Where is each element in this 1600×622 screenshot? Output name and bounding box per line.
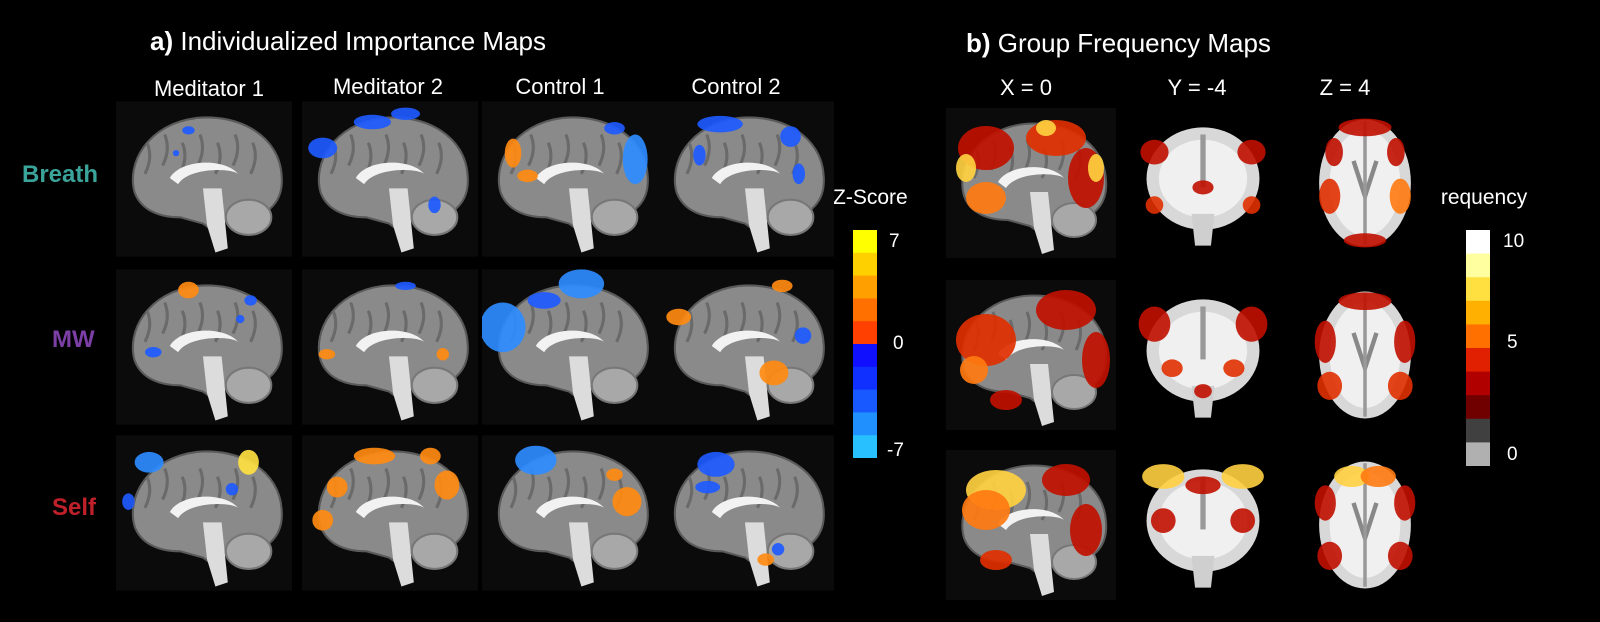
group-frequency-sagittal-row-3: [946, 450, 1116, 600]
row-label-breath: Breath: [22, 161, 99, 188]
panel-a-letter: a): [150, 26, 174, 56]
row-label-mw: MW: [52, 326, 95, 353]
sagittal-brain-map-self-4: [658, 435, 834, 591]
panel-b-title: b) Group Frequency Maps: [966, 28, 1271, 59]
sagittal-brain-map-breath-4: [658, 101, 834, 257]
sagittal-brain-map-mw-2: [302, 269, 478, 425]
column-label-control-2: Control 2: [691, 74, 781, 99]
sagittal-brain-map-self-1: [116, 435, 292, 591]
zscore-colorbar-segment: [853, 321, 877, 345]
group-frequency-sagittal-row-2: [946, 280, 1116, 430]
frequency-colorbar: [1466, 230, 1490, 466]
group-frequency-coronal-row-3: [1128, 458, 1278, 592]
frequency-colorbar-segment: [1466, 442, 1490, 466]
zscore-colorbar-segment: [853, 389, 877, 413]
frequency-colorbar-segment: [1466, 253, 1490, 278]
zscore-colorbar-segment: [853, 230, 877, 254]
zscore-colorbar-segment: [853, 412, 877, 436]
sagittal-brain-map-breath-2: [302, 101, 478, 257]
zscore-tick-zero: 0: [893, 333, 904, 354]
sagittal-brain-map-breath-3: [482, 101, 658, 257]
frequency-tick-min: 0: [1507, 444, 1518, 465]
sagittal-brain-map-self-3: [482, 435, 658, 591]
sagittal-brain-map-breath-1: [116, 101, 292, 257]
frequency-colorbar-segment: [1466, 300, 1490, 325]
column-label-x0: X = 0: [1000, 75, 1052, 100]
zscore-colorbar-title: Z-Score: [833, 186, 908, 209]
zscore-colorbar-segment: [853, 435, 877, 458]
sagittal-brain-map-self-2: [302, 435, 478, 591]
zscore-colorbar-segment: [853, 366, 877, 391]
column-label-z4: Z = 4: [1319, 75, 1371, 100]
frequency-tick-max: 10: [1503, 231, 1525, 252]
group-frequency-sagittal-row-1: [946, 108, 1116, 258]
group-frequency-axial-row-1: [1290, 116, 1440, 250]
zscore-tick-min: -7: [887, 440, 904, 461]
zscore-colorbar: [853, 230, 877, 458]
frequency-colorbar-segment: [1466, 395, 1490, 420]
row-label-self: Self: [52, 494, 97, 521]
frequency-colorbar-segment: [1466, 324, 1490, 349]
zscore-colorbar-segment: [853, 298, 877, 322]
column-label-control-1: Control 1: [515, 74, 605, 99]
group-frequency-coronal-row-2: [1128, 288, 1278, 422]
zscore-colorbar-segment: [853, 252, 877, 277]
panel-b-letter: b): [966, 28, 991, 58]
frequency-colorbar-segment: [1466, 230, 1490, 255]
frequency-colorbar-segment: [1466, 348, 1490, 373]
group-frequency-axial-row-3: [1290, 458, 1440, 592]
column-label-meditator-2: Meditator 2: [332, 74, 444, 99]
sagittal-brain-map-mw-3: [482, 269, 658, 425]
panel-b-title-text: Group Frequency Maps: [997, 28, 1271, 58]
column-label-meditator-1: Meditator 1: [153, 76, 265, 101]
frequency-colorbar-segment: [1466, 418, 1490, 443]
frequency-colorbar-title: Frequency: [1428, 186, 1528, 209]
frequency-colorbar-segment: [1466, 277, 1490, 302]
column-label-y-4: Y = -4: [1167, 75, 1227, 100]
group-frequency-coronal-row-1: [1128, 116, 1278, 250]
sagittal-brain-map-mw-4: [658, 269, 834, 425]
sagittal-brain-map-mw-1: [116, 269, 292, 425]
group-frequency-axial-row-2: [1290, 288, 1440, 422]
panel-a-title: a) Individualized Importance Maps: [150, 26, 546, 57]
frequency-colorbar-segment: [1466, 371, 1490, 396]
zscore-colorbar-segment: [853, 275, 877, 299]
zscore-tick-max: 7: [889, 231, 900, 252]
panel-a-title-text: Individualized Importance Maps: [180, 26, 546, 56]
zscore-colorbar-segment: [853, 344, 877, 368]
frequency-tick-mid: 5: [1507, 332, 1518, 353]
